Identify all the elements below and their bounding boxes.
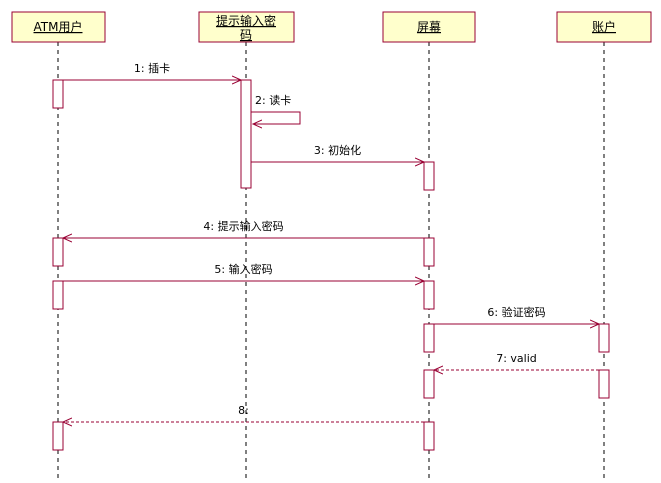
participant-box: [382, 11, 476, 43]
message-label: 2: 读卡: [255, 93, 291, 107]
message-label: 8:: [238, 404, 249, 417]
activation-prompt: [240, 79, 252, 189]
activations: [52, 79, 610, 451]
message-7: 7: valid: [434, 352, 599, 370]
participant-label: 屏幕: [417, 20, 441, 34]
message-label: 5: 输入密码: [214, 262, 272, 276]
participant-label: 账户: [592, 19, 616, 34]
message-label: 6: 验证密码: [487, 305, 545, 319]
activation-account: [598, 369, 610, 399]
activation-atm_user: [52, 280, 64, 310]
message-label: 3: 初始化: [314, 143, 361, 157]
activation-screen: [423, 280, 435, 310]
activation-screen: [423, 323, 435, 353]
participant-box: [11, 11, 106, 43]
self-message-arrow: [251, 111, 301, 124]
activation-atm_user: [52, 79, 64, 109]
message-label: 1: 插卡: [134, 61, 170, 75]
participants: ATM用户 提示输入密码 屏幕 账户: [11, 11, 652, 43]
participant-prompt: 提示输入密码: [198, 11, 295, 43]
activation-atm_user: [52, 237, 64, 267]
activation-screen: [423, 421, 435, 451]
activation-screen: [423, 161, 435, 191]
message-5: 5: 输入密码: [63, 262, 424, 281]
participant-label: 码: [240, 28, 252, 42]
activation-atm_user: [52, 421, 64, 451]
lifelines: [57, 42, 605, 478]
participant-box: [556, 11, 652, 43]
activation-screen: [423, 369, 435, 399]
message-3: 3: 初始化: [251, 143, 424, 162]
messages: 1: 插卡 2: 读卡 3: 初始化 4: 提示输入密码 5: 输入密码 6: 验证密码 7…: [63, 61, 599, 422]
message-4: 4: 提示输入密码: [63, 219, 424, 238]
message-2: 2: 读卡: [251, 93, 301, 124]
activation-account: [598, 323, 610, 353]
message-label: 4: 提示输入密码: [203, 219, 283, 233]
activation-screen: [423, 237, 435, 267]
participant-label: 提示输入密: [216, 13, 276, 28]
message-8: 8:: [63, 404, 424, 422]
message-label: 7: valid: [496, 352, 537, 365]
participant-box: [198, 11, 295, 43]
message-6: 6: 验证密码: [434, 305, 599, 324]
message-1: 1: 插卡: [63, 61, 241, 80]
participant-label: ATM用户: [34, 19, 83, 34]
participant-screen: 屏幕: [382, 11, 476, 43]
participant-account: 账户: [556, 11, 652, 43]
participant-atm_user: ATM用户: [11, 11, 106, 43]
